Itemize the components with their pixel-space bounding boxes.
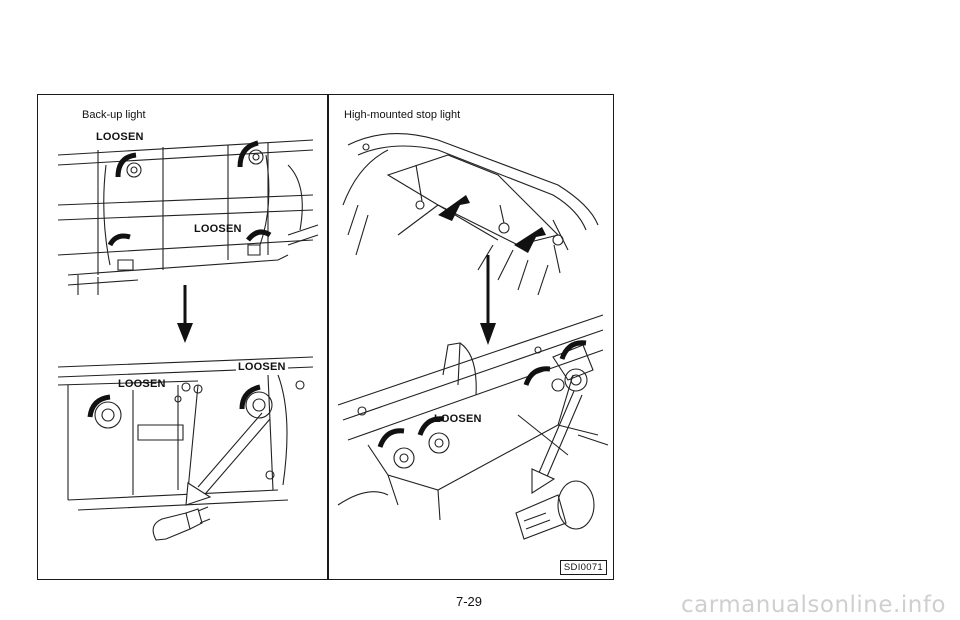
figure-code: SDI0071 — [559, 560, 607, 575]
backup-light-panel: Back-up light LOOSEN LOOSEN LOOSEN LOOSE… — [38, 95, 327, 579]
outline-arrow-icon — [537, 390, 583, 480]
screw-icon — [498, 204, 510, 234]
outline-arrow-head — [531, 468, 556, 495]
bulb-icon — [515, 480, 595, 540]
rotate-arrow-icon — [417, 416, 445, 436]
rotate-arrow-icon — [237, 140, 259, 168]
rotate-arrow-icon — [523, 366, 551, 386]
illustration-figure: Back-up light LOOSEN LOOSEN LOOSEN LOOSE… — [37, 94, 614, 580]
stop-light-panel: High-mounted stop light LOOSEN SDI0071 — [328, 95, 613, 579]
bulb-socket-icon — [393, 368, 588, 469]
screw-icon — [552, 234, 564, 274]
screw-icon — [248, 149, 264, 165]
wire-right — [259, 154, 270, 246]
watermark: carmanualsonline.info — [680, 592, 946, 618]
panel-divider — [327, 95, 329, 579]
bulb-socket-icon — [94, 391, 273, 429]
slide-arrow-icon — [514, 227, 546, 253]
loosen-label: LOOSEN — [194, 223, 242, 235]
page-number: 7-29 — [456, 594, 483, 609]
slide-arrow-icon — [438, 195, 470, 221]
down-arrow-icon — [177, 285, 193, 343]
rotate-arrow-icon — [246, 229, 272, 242]
loosen-label: LOOSEN — [96, 131, 144, 143]
screw-icon — [415, 164, 425, 210]
loosen-label: LOOSEN — [118, 378, 166, 390]
stop-light-drawing — [337, 133, 609, 540]
bulb-icon — [152, 506, 211, 541]
backup-light-drawing — [57, 139, 319, 541]
outline-arrow-head — [185, 482, 212, 506]
rotate-arrow-icon — [559, 340, 587, 360]
rotate-arrow-icon — [115, 152, 137, 178]
stop-light-title: High-mounted stop light — [344, 109, 461, 121]
rotate-arrow-icon — [107, 233, 131, 247]
backup-light-title: Back-up light — [82, 109, 146, 121]
screw-icon — [126, 162, 142, 178]
lamp-housing-lower — [57, 356, 314, 511]
outline-arrow-icon — [197, 412, 271, 494]
loosen-label: LOOSEN — [434, 413, 482, 425]
rotate-arrow-icon — [239, 384, 261, 410]
wire-left — [103, 164, 111, 266]
rotate-arrow-icon — [377, 428, 405, 448]
loosen-label: LOOSEN — [236, 361, 288, 373]
trim-panel-upper — [57, 139, 319, 295]
rotate-arrow-icon — [87, 394, 111, 418]
down-arrow-icon — [480, 255, 496, 345]
